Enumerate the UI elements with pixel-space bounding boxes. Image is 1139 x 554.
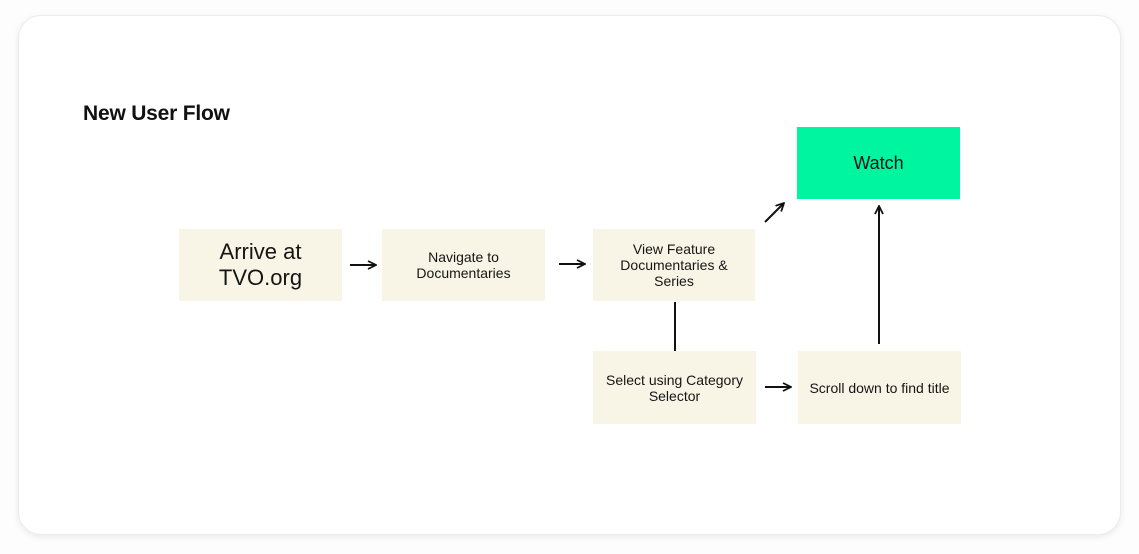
node-navigate: Navigate to Documentaries [382, 229, 545, 301]
node-view-label: View Feature Documentaries & Series [620, 241, 728, 289]
node-select: Select using Category Selector [593, 351, 756, 424]
node-scroll: Scroll down to find title [798, 351, 961, 424]
diagram-title: New User Flow [83, 102, 230, 125]
node-watch: Watch [797, 127, 960, 199]
node-view: View Feature Documentaries & Series [593, 229, 755, 301]
node-watch-label: Watch [853, 153, 904, 173]
node-arrive-label: Arrive at TVO.org [218, 239, 303, 290]
node-scroll-label: Scroll down to find title [809, 379, 950, 396]
node-navigate-label: Navigate to Documentaries [416, 249, 511, 281]
node-arrive: Arrive at TVO.org [179, 229, 342, 301]
node-select-label: Select using Category Selector [606, 371, 743, 404]
